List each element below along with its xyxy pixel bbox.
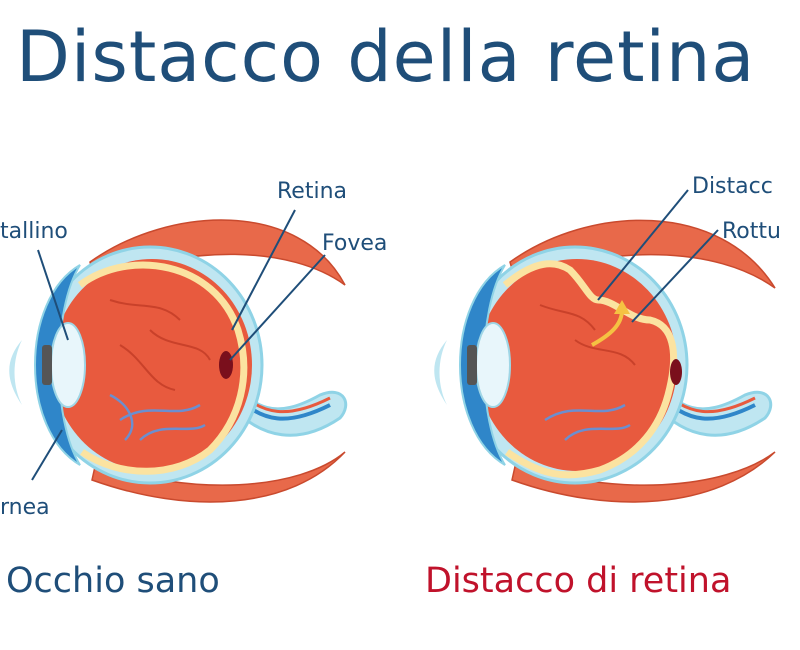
caption-healthy-eye: Occhio sano	[6, 561, 220, 601]
optic-nerve	[222, 369, 348, 437]
optic-nerve-right	[647, 369, 773, 437]
lens-right	[475, 322, 511, 408]
retina-layer	[77, 261, 248, 475]
healthy-leader-lines	[31, 209, 326, 481]
label-cristallino: tallino	[0, 219, 68, 244]
label-distacco: Distacc	[692, 174, 773, 199]
label-fovea: Fovea	[322, 231, 387, 256]
fovea-spot	[219, 351, 233, 379]
detached-leader-lines	[597, 189, 719, 323]
label-rottura: Rottu	[722, 219, 781, 244]
page-title: Distacco della retina	[16, 16, 756, 98]
vitreous-body	[52, 259, 252, 471]
label-retina: Retina	[277, 179, 347, 204]
detached-eye-illustration	[434, 219, 776, 503]
detached-retina-layer	[502, 260, 678, 479]
label-cornea: rnea	[0, 495, 50, 520]
lens	[50, 322, 86, 408]
caption-detached-retina: Distacco di retina	[425, 561, 731, 601]
fovea-spot-right	[670, 359, 682, 385]
healthy-eye-illustration	[9, 219, 348, 503]
